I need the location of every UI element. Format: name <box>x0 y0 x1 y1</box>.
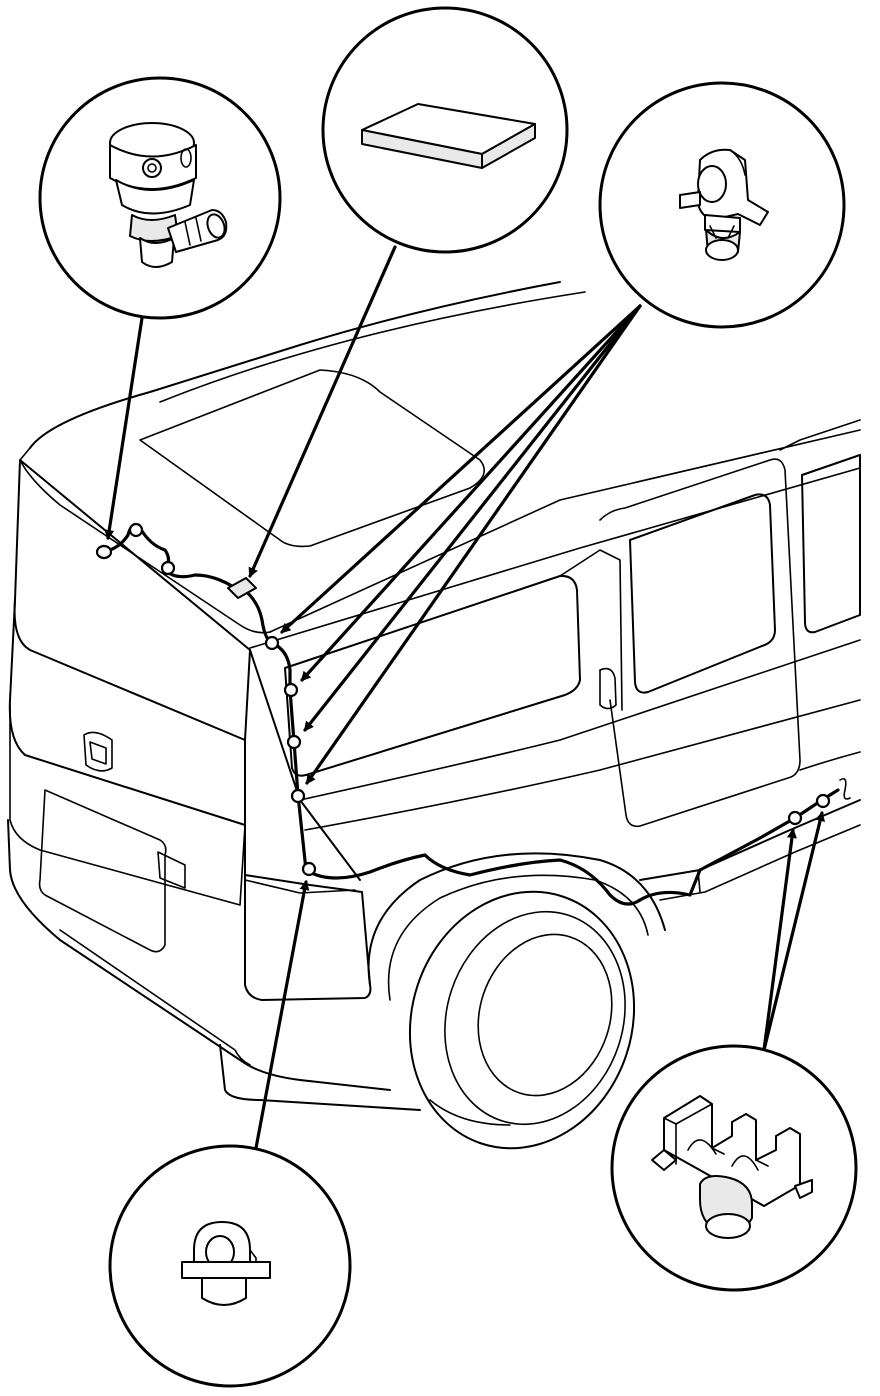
pump-mount-point <box>95 544 113 560</box>
callout-washer-motor <box>38 76 282 320</box>
clip-point-1 <box>264 635 280 651</box>
callout-harness-clip-lower <box>108 1144 352 1388</box>
harness-clip-icon <box>679 148 769 261</box>
foam-pad-icon <box>361 103 536 169</box>
harness-clip-icon <box>181 1221 271 1306</box>
harness-loop <box>160 560 176 576</box>
tailgate-outline <box>13 459 251 741</box>
sliding-door <box>599 458 801 828</box>
roof-outline <box>29 281 561 449</box>
rear-bumper <box>7 819 391 1091</box>
clip-points <box>95 522 831 877</box>
roof-rear-edge <box>19 447 271 634</box>
leader-clip-5 <box>254 880 310 1150</box>
clip-point-4 <box>290 788 306 804</box>
clip-point-3 <box>286 734 302 750</box>
leader-clamp-1 <box>762 828 797 1052</box>
leader-clip-2 <box>300 304 642 682</box>
leader-clip-1 <box>280 304 642 634</box>
foam-pad-on-harness <box>227 577 257 599</box>
roof-panel <box>139 369 486 548</box>
leader-pad <box>248 245 397 578</box>
leader-pump <box>104 316 144 540</box>
harness-floor-section <box>304 788 840 906</box>
clamp-point-1 <box>787 810 803 826</box>
side-body-upper <box>249 649 361 881</box>
tailgate-lower-panel <box>9 704 246 906</box>
callout-double-clamp <box>610 1044 858 1292</box>
harness-roof-section <box>102 523 308 872</box>
front-door-window <box>801 454 861 634</box>
callout-harness-clip-upper <box>598 81 846 329</box>
handle-recess <box>83 731 113 772</box>
license-plate-area <box>38 789 167 953</box>
sliding-door-window <box>629 493 776 694</box>
rocker-panel <box>639 799 861 881</box>
rear-wheel <box>408 890 636 1150</box>
double-harness-clamp-icon <box>651 1095 813 1239</box>
wheel-arch <box>367 852 666 986</box>
leader-clamp-2 <box>762 811 825 1052</box>
leader-clip-4 <box>305 304 642 785</box>
tail-light <box>244 824 372 1001</box>
clip-point-2 <box>283 682 299 698</box>
clamp-point-2 <box>815 793 831 809</box>
leader-clip-3 <box>303 304 642 732</box>
leader-lines <box>104 245 825 1150</box>
wire-harness <box>102 523 851 906</box>
callout-foam-pad <box>321 6 569 254</box>
clip-point-5 <box>301 861 317 877</box>
harness-loop <box>128 522 144 538</box>
washer-motor-icon <box>109 122 228 268</box>
vehicle-body <box>7 281 861 1150</box>
